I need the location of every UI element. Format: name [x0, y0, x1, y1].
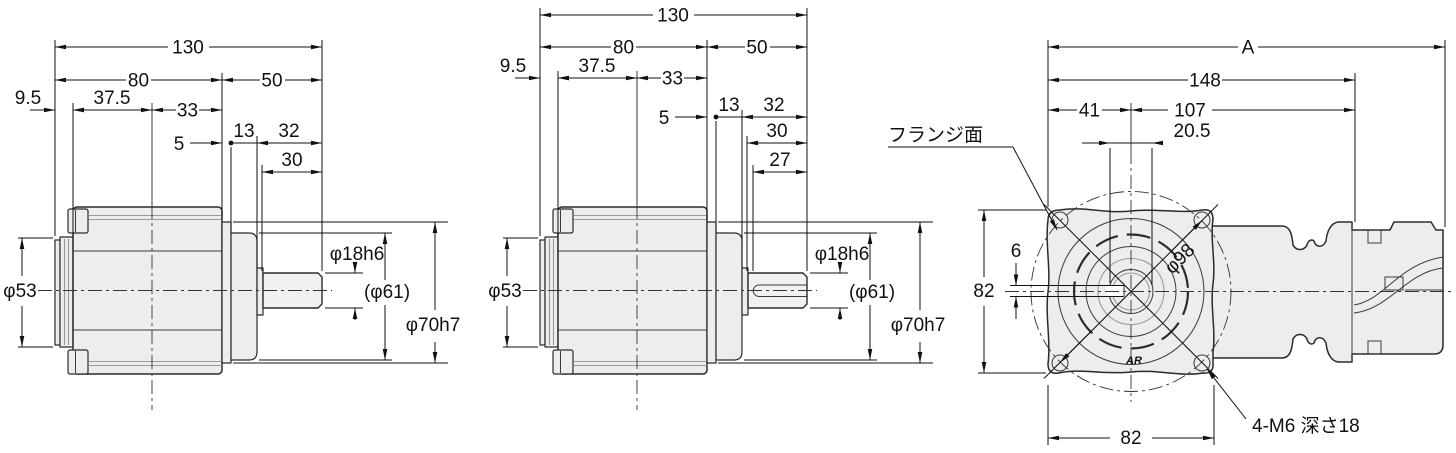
dim-total-length: A — [1242, 38, 1255, 59]
dim-mid-offset: 37.5 — [579, 56, 616, 77]
dim-boss-length: 13 — [233, 121, 254, 142]
dim-shaft-diameter: φ18h6 — [815, 244, 870, 265]
bearing-housing — [715, 232, 743, 361]
dim-key-height: 20.5 — [1174, 121, 1211, 142]
dim-rear-offset: 9.5 — [500, 56, 526, 77]
dim-key-width: 6 — [1011, 241, 1022, 262]
dim-shaft-length: 32 — [278, 121, 299, 142]
brand-mark: AR — [1125, 355, 1142, 367]
motor-profile — [1211, 221, 1444, 363]
dim-gearhead-length: 50 — [261, 71, 282, 92]
view-side-keyed-shaft: 130 80 50 9.5 37.5 33 5 13 32 30 27 — [488, 6, 946, 410]
bolt-hole — [1193, 354, 1211, 372]
dim-pilot-depth: 5 — [174, 134, 185, 155]
dim-pilot-depth: 5 — [659, 108, 670, 129]
dim-center-to-rear: 107 — [1174, 101, 1206, 122]
rear-cap-ring — [54, 239, 61, 346]
dim-rear-offset: 9.5 — [15, 88, 41, 109]
bolt-hole — [1193, 211, 1211, 229]
corner-lug-top — [552, 208, 574, 234]
dim-shaft-diameter: φ18h6 — [330, 244, 385, 265]
shaft-boss — [741, 267, 749, 316]
keyway-cutout — [1106, 285, 1124, 297]
dim-mid-offset: 37.5 — [94, 88, 131, 109]
dim-body-length: 148 — [1189, 71, 1221, 92]
dim-gearhead-length: 50 — [746, 38, 767, 59]
view-side-round-shaft: 130 80 50 9.5 37.5 33 5 13 32 30 — [3, 38, 461, 410]
dim-shaft-usable-length: 30 — [281, 150, 302, 171]
dim-flange-height: 82 — [973, 281, 994, 302]
dim-overall-length: 130 — [657, 6, 689, 27]
dim-pilot-diameter: φ70h7 — [406, 315, 461, 336]
rear-cap — [59, 236, 74, 348]
bearing-housing — [230, 232, 258, 361]
pilot-spigot — [221, 221, 232, 364]
tap-holes-label: 4-M6 深さ18 — [1252, 415, 1360, 437]
dim-housing-diameter: (φ61) — [364, 282, 410, 303]
dim-shaft-usable-length: 30 — [766, 121, 787, 142]
shaft-boss — [256, 267, 264, 316]
corner-lug-bottom — [552, 349, 574, 375]
dim-key-length: 27 — [769, 150, 790, 171]
corner-lug-top — [67, 208, 89, 234]
dim-front-offset: 33 — [662, 69, 683, 90]
dim-overall-length: 130 — [172, 38, 204, 59]
dim-rear-diameter: φ53 — [488, 281, 521, 302]
dim-boss-length: 13 — [718, 95, 739, 116]
dim-shaft-length: 32 — [763, 95, 784, 116]
pilot-spigot — [706, 221, 717, 364]
dim-motor-length: 80 — [128, 71, 149, 92]
view-front-flange: A 148 41 107 20.5 82 6 82 φ9 — [888, 38, 1452, 449]
flange-face-label: フランジ面 — [888, 125, 983, 146]
dim-housing-diameter: (φ61) — [849, 282, 895, 303]
dim-pilot-diameter: φ70h7 — [891, 315, 946, 336]
dim-front-offset: 33 — [177, 101, 198, 122]
corner-lug-bottom — [67, 349, 89, 375]
rear-cap — [544, 236, 559, 348]
dim-flange-to-center: 41 — [1079, 101, 1100, 122]
dim-motor-length: 80 — [613, 38, 634, 59]
dim-rear-diameter: φ53 — [3, 281, 36, 302]
dim-flange-width: 82 — [1120, 428, 1141, 449]
rear-cap-ring — [539, 239, 546, 346]
